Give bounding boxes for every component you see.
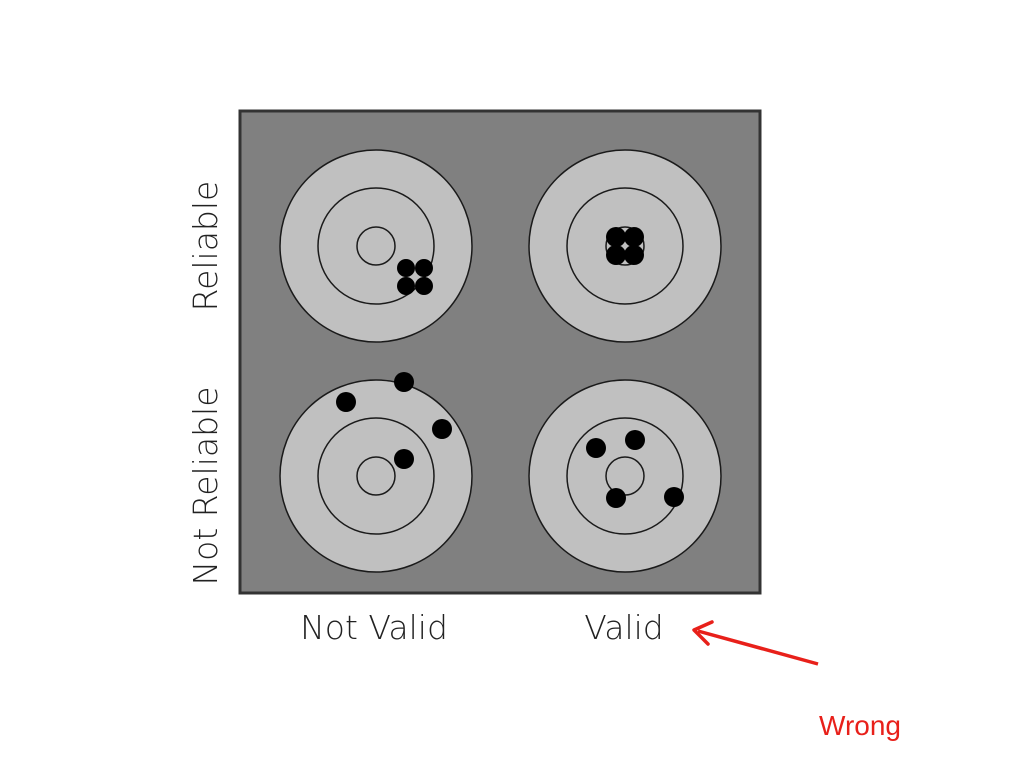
hit-mark: [415, 277, 433, 295]
hit-mark: [625, 430, 645, 450]
hit-mark: [432, 419, 452, 439]
hit-mark: [397, 277, 415, 295]
hit-mark: [336, 392, 356, 412]
target-reliable-valid: [528, 149, 722, 343]
hit-mark: [394, 372, 414, 392]
col-label-valid: Valid: [584, 608, 664, 647]
target-not-reliable-not-valid: [279, 372, 473, 573]
hit-mark: [624, 245, 644, 265]
target-bullseye: [356, 226, 396, 266]
target-not-reliable-valid: [528, 379, 722, 573]
col-label-not-valid: Not Valid: [300, 608, 448, 647]
hit-mark: [397, 259, 415, 277]
hit-mark: [624, 227, 644, 247]
hit-mark: [606, 488, 626, 508]
hit-mark: [606, 245, 626, 265]
target-reliable-not-valid: [279, 149, 473, 343]
hit-mark: [664, 487, 684, 507]
annotation-wrong: Wrong: [819, 710, 901, 741]
row-label-reliable: Reliable: [186, 180, 225, 312]
hit-mark: [415, 259, 433, 277]
hit-mark: [606, 227, 626, 247]
hit-mark: [586, 438, 606, 458]
target-bullseye: [356, 456, 396, 496]
row-label-not-reliable: Not Reliable: [186, 386, 225, 586]
hit-mark: [394, 449, 414, 469]
annotation-arrow: [692, 620, 819, 666]
